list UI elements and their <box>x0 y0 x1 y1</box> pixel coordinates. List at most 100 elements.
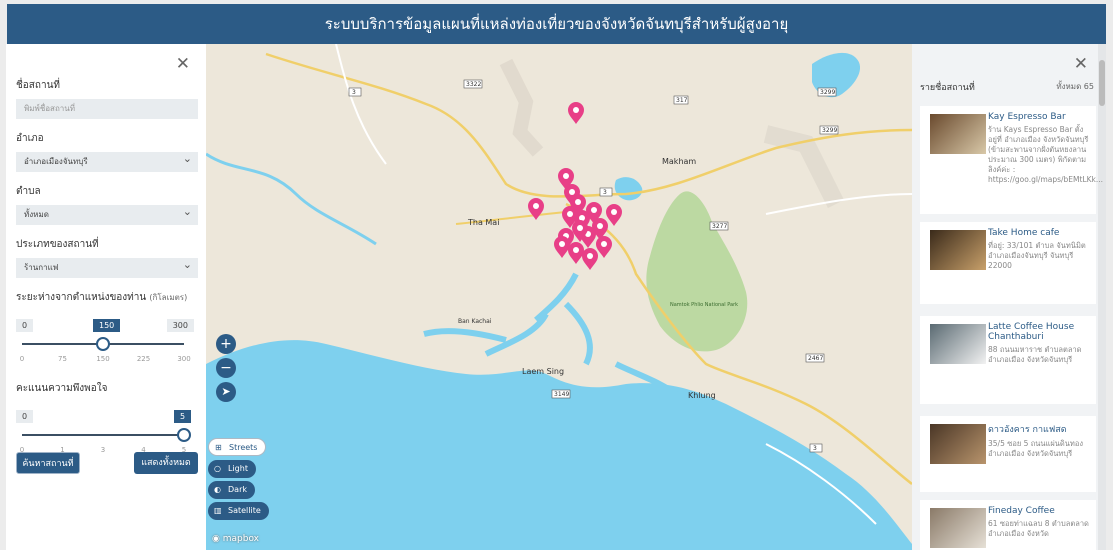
distance-value: 150 <box>93 319 121 332</box>
close-icon[interactable]: ✕ <box>1073 54 1088 74</box>
style-light-button[interactable]: ○Light <box>208 460 256 478</box>
result-card[interactable]: Latte Coffee House Chanthaburi 88 ถนนมหาร… <box>920 316 1096 404</box>
place-markers <box>528 102 622 270</box>
result-name[interactable]: Latte Coffee House Chanthaburi <box>988 322 1075 342</box>
slider-tick: 150 <box>96 355 110 363</box>
search-button[interactable]: ค้นหาสถานที่ <box>16 452 80 474</box>
route-label: 317 <box>676 97 688 104</box>
marker-dot <box>597 223 603 229</box>
result-card[interactable]: Take Home cafe ที่อยู่: 33/101 ตำบล จันทน… <box>920 222 1096 304</box>
results-count: ทั้งหมด 65 <box>1056 82 1094 91</box>
marker-dot <box>559 241 565 247</box>
road <box>765 443 877 525</box>
result-name[interactable]: Take Home cafe <box>988 228 1060 238</box>
route-label: 3299 <box>820 89 835 96</box>
marker-dot <box>611 209 617 215</box>
columns-icon: ▥ <box>214 506 222 515</box>
rating-thumb[interactable] <box>177 428 191 442</box>
circle-icon: ○ <box>214 464 221 473</box>
zoom-out-button[interactable]: − <box>216 358 236 378</box>
style-label: Dark <box>228 485 247 494</box>
route-label: 3322 <box>466 81 481 88</box>
place-type-label: ประเภทของสถานที่ <box>16 239 99 250</box>
route-shield <box>805 353 825 363</box>
result-card[interactable]: Fineday Coffee 61 ซอยท่าแฉลบ 8 ตำบลตลาด อ… <box>920 500 1096 550</box>
relief-hint <box>499 58 544 157</box>
close-icon[interactable]: ✕ <box>175 54 190 74</box>
result-description: ที่อยู่: 33/101 ตำบล จันทนิมิต อำเภอเมือ… <box>988 241 1086 270</box>
result-thumbnail <box>930 424 986 464</box>
relief-hint <box>763 125 845 209</box>
road <box>335 44 387 165</box>
route-label: 2467 <box>808 355 823 362</box>
result-name[interactable]: ดาวอังคาร กาแฟสด <box>988 425 1067 435</box>
slider-tick: 1 <box>60 446 65 454</box>
marker-dot <box>573 107 579 113</box>
marker-dot <box>591 207 597 213</box>
place-name-label: ชื่อสถานที่ <box>16 80 60 91</box>
route-shield <box>551 389 571 399</box>
sea-area <box>206 340 912 550</box>
place-labels: Makham Tha Mai Ban Kachai Laem Sing Khlu… <box>458 157 738 400</box>
highway-road <box>565 202 912 485</box>
river-channels <box>423 272 678 397</box>
place-label: Ban Kachai <box>458 318 492 325</box>
result-description: 61 ซอยท่าแฉลบ 8 ตำบลตลาด อำเภอเมือง จังห… <box>988 519 1089 538</box>
distance-thumb[interactable] <box>96 337 110 351</box>
zoom-in-button[interactable]: + <box>216 334 236 354</box>
distance-label: ระยะห่างจากตำแหน่งของท่าน (กิโลเมตร) <box>16 290 198 305</box>
rating-min: 0 <box>16 410 34 423</box>
map-canvas: 3 3322 317 3299 3 3149 3277 2467 3299 3 … <box>206 44 912 550</box>
subdistrict-select[interactable]: ทั้งหมด <box>16 202 198 225</box>
marker-dot <box>579 215 585 221</box>
subdistrict-value: ทั้งหมด <box>24 210 49 219</box>
place-label: Namtok Phlio National Park <box>670 302 738 308</box>
reservoir <box>812 52 861 98</box>
map-view[interactable]: 3 3322 317 3299 3 3149 3277 2467 3299 3 … <box>206 44 912 550</box>
rating-track[interactable] <box>22 434 184 436</box>
locate-me-button[interactable]: ➤ <box>216 382 236 402</box>
place-name-input[interactable]: พิมพ์ชื่อสถานที่ <box>16 99 198 119</box>
result-description: 88 ถนนมหาราช ตำบลตลาด อำเภอเมือง จังหวัด… <box>988 345 1082 364</box>
show-all-button[interactable]: แสดงทั้งหมด <box>134 452 198 474</box>
mapbox-attribution[interactable]: ◉ mapbox <box>212 534 259 544</box>
filter-panel: ✕ ชื่อสถานที่ พิมพ์ชื่อสถานที่ อำเภอ อำเ… <box>6 44 206 550</box>
route-shield <box>817 87 837 97</box>
results-scrollbar[interactable] <box>1098 44 1106 550</box>
marker-dot <box>569 189 575 195</box>
page-title: ระบบบริการข้อมูลแผนที่แหล่งท่องเที่ยวของ… <box>324 15 789 33</box>
rating-label: คะแนนความพึงพอใจ <box>16 383 108 394</box>
style-streets-button[interactable]: ⊞ Streets <box>208 438 267 456</box>
results-panel: ✕ รายชื่อสถานที่ ทั้งหมด 65 Kay Espresso… <box>912 44 1106 550</box>
route-shield <box>673 95 689 105</box>
district-select[interactable]: อำเภอเมืองจันทบุรี <box>16 149 198 172</box>
style-label: Streets <box>229 443 258 452</box>
result-name[interactable]: Fineday Coffee <box>988 506 1055 516</box>
place-type-select[interactable]: ร้านกาแฟ <box>16 255 198 278</box>
distance-max: 300 <box>166 319 194 332</box>
style-dark-button[interactable]: ◐Dark <box>208 481 255 499</box>
marker-dot <box>601 241 607 247</box>
rating-value: 5 <box>174 410 192 423</box>
marker-dot <box>587 253 593 259</box>
result-thumbnail <box>930 324 986 364</box>
marker-dot <box>563 173 569 179</box>
place-label: Khlung <box>688 391 716 400</box>
result-card[interactable]: ดาวอังคาร กาแฟสด 35/5 ซอย 5 ถนนแผ่นดินทอง… <box>920 416 1096 492</box>
distance-label-text: ระยะห่างจากตำแหน่งของท่าน <box>16 292 147 303</box>
route-shield <box>599 187 613 197</box>
mapbox-logo-icon: ◉ <box>212 534 220 544</box>
slider-tick: 4 <box>141 446 146 454</box>
slider-tick: 3 <box>100 446 106 454</box>
grid-icon: ⊞ <box>215 443 222 452</box>
result-thumbnail <box>930 508 986 548</box>
place-label: Tha Mai <box>467 218 499 227</box>
result-description: 35/5 ซอย 5 ถนนแผ่นดินทอง อำเภอเมือง จังห… <box>988 439 1084 458</box>
style-satellite-button[interactable]: ▥Satellite <box>208 502 269 520</box>
result-name[interactable]: Kay Espresso Bar <box>988 112 1066 122</box>
marker-dot <box>575 199 581 205</box>
